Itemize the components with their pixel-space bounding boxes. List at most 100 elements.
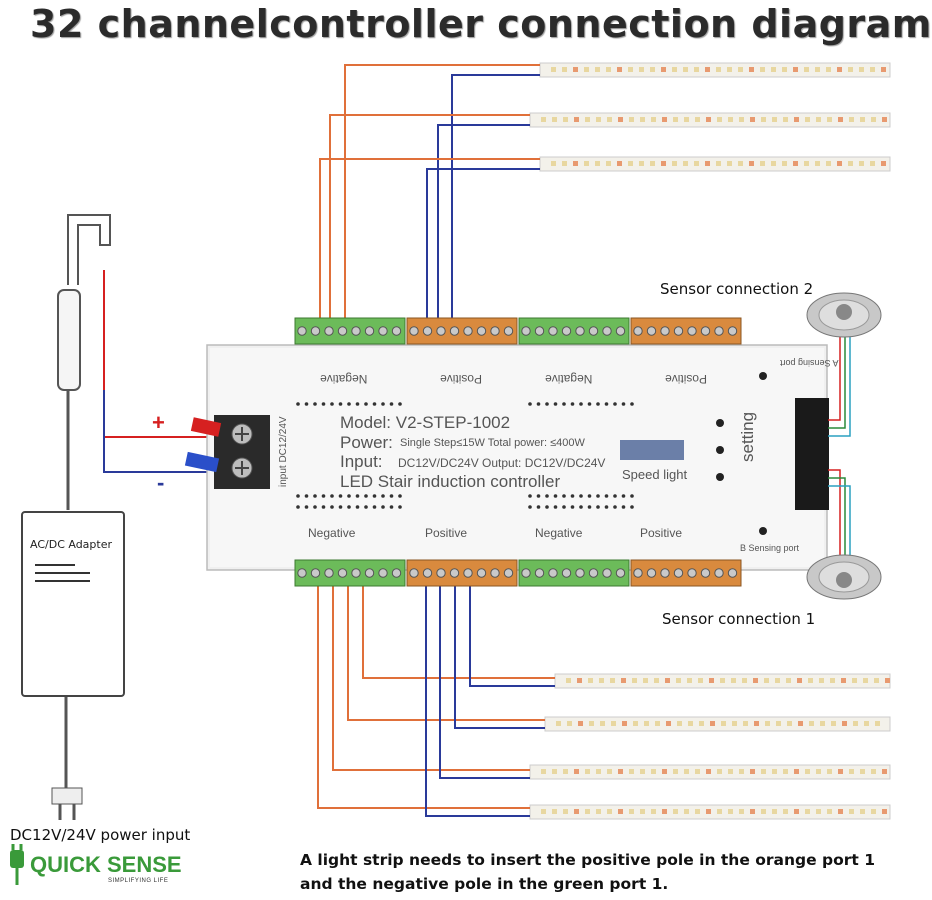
led-chip (863, 678, 868, 683)
led-chip (826, 161, 831, 166)
led-chip (695, 117, 700, 122)
controller-input-value: DC12V/DC24V Output: DC12V/DC24V (398, 456, 606, 470)
vent-dot (528, 494, 532, 498)
led-chip (574, 769, 579, 774)
top-wires (319, 64, 540, 318)
vent-dot (321, 505, 326, 509)
led-chip (721, 721, 726, 726)
vent-dot (570, 402, 575, 406)
led-chip (881, 67, 886, 72)
led-chip (882, 809, 887, 814)
vent-dot (355, 494, 360, 498)
wire-top-blue-1 (451, 74, 540, 318)
top-negative-label-1: Negative (320, 372, 368, 386)
led-chip (578, 721, 583, 726)
led-chip (618, 117, 623, 122)
led-chip (739, 117, 744, 122)
psu-wire-blue (103, 390, 215, 473)
terminal-screw (575, 568, 585, 578)
wire-bottom-blue-4 (425, 585, 530, 817)
led-chip (760, 67, 765, 72)
led-chip (551, 161, 556, 166)
vent-dot (313, 505, 317, 509)
led-chip (563, 117, 568, 122)
led-chip (610, 678, 615, 683)
vent-dot (553, 505, 558, 509)
led-chip (783, 117, 788, 122)
led-chip (772, 769, 777, 774)
led-chip (562, 161, 567, 166)
led-chip (849, 117, 854, 122)
psu-wires (51, 214, 215, 820)
terminal-screw (378, 568, 388, 578)
led-chip (749, 161, 754, 166)
led-chip (842, 721, 847, 726)
vent-dot (562, 402, 566, 406)
terminal-screw (297, 326, 307, 336)
led-chip (874, 678, 879, 683)
led-chip (632, 678, 637, 683)
terminal-screw (310, 568, 321, 578)
led-chip (552, 769, 557, 774)
terminal-screw (310, 326, 321, 336)
led-chip (881, 161, 886, 166)
vent-dot (330, 494, 334, 498)
led-chip (618, 769, 623, 774)
led-chip (640, 809, 645, 814)
led-chip (805, 769, 810, 774)
terminal-screw (633, 326, 643, 336)
led-chip (871, 769, 876, 774)
vent-dot (296, 402, 300, 406)
terminal-screw (660, 568, 670, 578)
led-chip (761, 117, 766, 122)
vent-dot (338, 505, 343, 509)
led-chip (644, 721, 649, 726)
led-chip (827, 769, 832, 774)
led-chip (606, 161, 611, 166)
power-input-label: DC12V/24V power input (10, 826, 191, 844)
wire-top-blue-2 (437, 124, 530, 318)
wire-bottom-blue-2 (454, 585, 545, 729)
wire-bottom-orange-3 (332, 585, 530, 771)
led-chip (595, 161, 600, 166)
led-chip (827, 809, 832, 814)
vent-dot (398, 494, 402, 498)
vent-dot (296, 494, 300, 498)
led-chip (849, 809, 854, 814)
led-chip (665, 678, 670, 683)
terminal-screw (561, 568, 572, 578)
led-chip (849, 769, 854, 774)
vent-dot (596, 402, 600, 406)
terminal-screw (521, 568, 531, 578)
led-chip (709, 678, 714, 683)
led-chip (753, 678, 758, 683)
led-chip (739, 809, 744, 814)
led-chip (628, 67, 633, 72)
led-chip (739, 769, 744, 774)
speed-light-window (620, 440, 684, 460)
terminal-screw (534, 326, 545, 336)
terminal-screw (337, 568, 348, 578)
vent-dot (570, 494, 575, 498)
led-chip (541, 809, 546, 814)
led-chip (782, 161, 787, 166)
vent-dot (621, 505, 626, 509)
vent-dot (536, 505, 541, 509)
led-chip (831, 721, 836, 726)
vent-dot (364, 402, 368, 406)
led-chip (815, 161, 820, 166)
led-chip (684, 117, 689, 122)
led-chip (837, 67, 842, 72)
led-chip (552, 809, 557, 814)
speed-light-label: Speed light (622, 467, 688, 482)
sensor-connection-2-label: Sensor connection 2 (660, 280, 814, 298)
wire-bottom-orange-4 (317, 585, 530, 809)
led-chip (749, 67, 754, 72)
led-chip (629, 769, 634, 774)
controller-power-value: Single Step≤15W Total power: ≤400W (400, 437, 585, 449)
terminal-screw (449, 326, 460, 336)
led-chip (852, 678, 857, 683)
vent-dot (528, 402, 532, 406)
led-chip (595, 67, 600, 72)
vent-dot (604, 494, 609, 498)
